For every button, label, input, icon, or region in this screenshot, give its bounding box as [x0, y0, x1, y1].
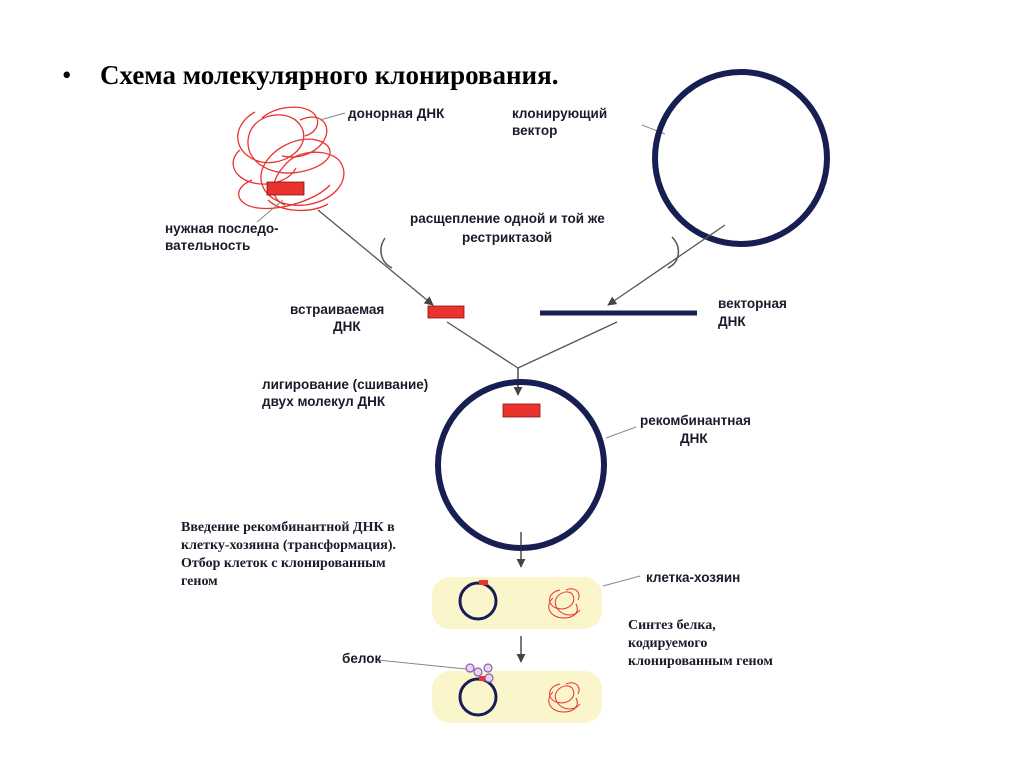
- label-protein: белок: [342, 651, 381, 666]
- label-donor-dna: донорная ДНК: [348, 106, 445, 121]
- label-needed-seq-1: нужная последо-: [165, 221, 279, 236]
- label-vector-dna-1: векторная: [718, 296, 787, 311]
- host-cell-1-plasmid: [458, 581, 498, 621]
- label-vector-dna-2: ДНК: [718, 314, 746, 329]
- label-insert-dna-1: встраиваемая: [290, 302, 384, 317]
- donor-dna-tangle: [232, 106, 345, 212]
- label-synthesis-2: кодируемого: [628, 636, 707, 651]
- enzyme-curve-left: [380, 237, 393, 269]
- label-insert-dna-2: ДНК: [333, 319, 361, 334]
- donor-cut-arrow: [317, 209, 434, 306]
- host-cell-1-genome: [548, 588, 581, 619]
- label-synthesis-1: Синтез белка,: [628, 618, 716, 633]
- host-cell-2-plasmid: [458, 677, 498, 717]
- label-intro-3: Отбор клеток с клонированным: [181, 556, 386, 571]
- protein-icon: [465, 663, 494, 683]
- donor-dna-leader: [319, 112, 346, 121]
- label-host-cell: клетка-хозяин: [646, 570, 740, 585]
- recombinant-leader: [605, 426, 637, 439]
- label-cleavage-1: расщепление одной и той же: [410, 211, 605, 226]
- cloning-vector-ring: [652, 69, 830, 247]
- needed-seq-leader: [256, 199, 284, 223]
- label-recombinant-1: рекомбинантная: [640, 413, 751, 428]
- host-cell-1-body: [432, 577, 602, 629]
- label-intro-1: Введение рекомбинантной ДНК в: [181, 520, 395, 535]
- label-cloning-vector-2: вектор: [512, 123, 557, 138]
- target-sequence-marker: [266, 181, 305, 196]
- label-ligation-1: лигирование (сшивание): [262, 377, 428, 392]
- label-intro-2: клетку-хозяина (трансформация).: [181, 538, 396, 553]
- ligation-line-right: [517, 321, 618, 369]
- host-cell-2-body: [432, 671, 602, 723]
- label-cleavage-2: рестриктазой: [462, 230, 552, 245]
- label-synthesis-3: клонированным геном: [628, 654, 773, 669]
- slide-title: • Схема молекулярного клонирования.: [62, 60, 558, 91]
- host-cell-2: [432, 663, 602, 723]
- title-text: Схема молекулярного клонирования.: [100, 60, 559, 90]
- vector-cut-arrow: [607, 224, 726, 306]
- label-intro-4: геном: [181, 574, 218, 589]
- label-cloning-vector-1: клонирующий: [512, 106, 607, 121]
- title-bullet: •: [62, 60, 72, 90]
- host-cell-1-insert: [479, 580, 488, 585]
- protein-leader: [376, 659, 467, 670]
- label-needed-seq-2: вательность: [165, 238, 250, 253]
- host-cell-1: [432, 577, 602, 629]
- enzyme-curve-right: [667, 236, 680, 269]
- host-cell-2-insert: [479, 676, 488, 681]
- host-cell-2-genome: [548, 682, 581, 713]
- recombinant-insert: [502, 403, 541, 418]
- host-cell-leader: [602, 575, 641, 587]
- insert-dna-block: [427, 305, 465, 319]
- label-ligation-2: двух молекул ДНК: [262, 394, 386, 409]
- label-recombinant-2: ДНК: [680, 431, 708, 446]
- ligation-line-left: [446, 321, 519, 369]
